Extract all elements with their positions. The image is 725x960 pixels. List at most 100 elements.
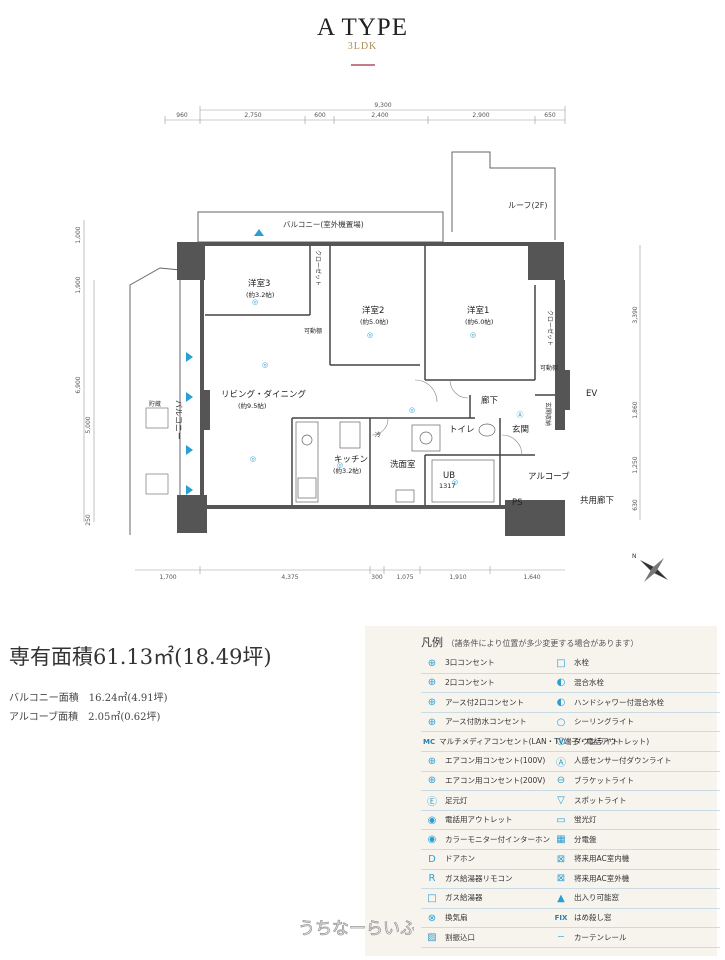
- legend-item: ⊕エアコン用コンセント(100V): [421, 752, 591, 772]
- legend-item: ▨割振込口: [421, 928, 591, 948]
- dim-right-4: 630: [632, 499, 639, 511]
- legend-label: カラーモニター付インターホン: [445, 834, 550, 844]
- legend-symbol-icon: ⊕: [427, 775, 437, 787]
- shelf-bedroom1: 可動棚: [540, 364, 558, 372]
- legend-symbol-icon: ◉: [427, 814, 437, 826]
- room-ub: UB: [443, 471, 455, 481]
- legend-label: 電話用アウトレット: [445, 815, 513, 825]
- watermark-text: うちなーらいふ: [298, 919, 414, 939]
- room-entrance: 玄関: [512, 424, 529, 435]
- room-living: リビング・ダイニング: [221, 389, 307, 400]
- dim-bottom-2: 4,375: [281, 574, 298, 581]
- legend-label: ドアホン: [445, 854, 475, 864]
- legend-symbol-icon: Ⓔ: [427, 796, 437, 808]
- legend-item: ⊕ エアコン用コンセント(200V): [421, 772, 591, 792]
- interior-walls: [205, 245, 555, 505]
- common-corridor: 共用廊下: [580, 495, 615, 506]
- legend-label: 足元灯: [445, 795, 468, 805]
- legend-item: ⊕アース付防水コンセント: [421, 713, 591, 733]
- legend-label: 分電盤: [574, 834, 597, 844]
- compass-icon: N: [632, 553, 668, 582]
- legend-label: 将来用AC室内機: [574, 854, 630, 864]
- svg-text:◎: ◎: [367, 331, 373, 339]
- legend-item: ▭蛍光灯: [550, 811, 720, 831]
- legend-symbol-icon: D: [428, 853, 436, 865]
- legend-symbol-icon: ○: [556, 716, 566, 728]
- room-bedroom3-size: (約3.2帖): [246, 290, 274, 299]
- room-ps: PS: [512, 498, 523, 508]
- room-bedroom1-size: (約6.0帖): [465, 317, 493, 326]
- room-ev: EV: [586, 389, 597, 399]
- legend-label: シーリングライト: [574, 717, 634, 727]
- dim-top-total: 9,300: [374, 102, 391, 109]
- legend-label: ガス給湯器: [445, 893, 483, 903]
- legend-label: 割振込口: [445, 932, 475, 942]
- legend-item: ◉ カラーモニター付インターホン: [421, 830, 591, 850]
- legend-label: ガス給湯器リモコン: [445, 873, 513, 883]
- fridge-label: 冷: [375, 431, 381, 439]
- legend-item: ⊕ 2口コンセント: [421, 674, 591, 694]
- dim-bottom-4: 1,075: [396, 574, 413, 581]
- legend-symbol-icon: ◐: [556, 696, 566, 708]
- legend-item: □ ガス給湯器: [421, 889, 591, 909]
- legend-symbol-icon: ⊠: [556, 873, 566, 885]
- dim-left-1: 1,000: [75, 226, 82, 243]
- legend-label: 人感センサー付ダウンライト: [574, 756, 672, 766]
- window-box-label: 貯蔵: [149, 400, 161, 408]
- watermark: うちなーらいふ: [298, 919, 414, 940]
- legend-item: ⊠将来用AC室外機: [550, 870, 720, 890]
- balcony-area: バルコニー面積 16.24㎡(4.91坪): [9, 693, 168, 704]
- legend-label: ブラケットライト: [574, 775, 634, 785]
- legend-item: ⊖ ブラケットライト: [550, 772, 720, 792]
- legend-label: エアコン用コンセント(200V): [445, 775, 546, 785]
- legend-panel: 凡例 （諸条件により位置が多少変更する場合があります） ⊕3口コンセント⊕2口コ…: [365, 626, 720, 956]
- legend-label: 換気扇: [445, 913, 468, 923]
- legend-label: 出入り可能窓: [574, 893, 619, 903]
- dim-top-2: 2,750: [244, 112, 261, 119]
- legend-symbol-icon: ┄: [557, 932, 565, 944]
- legend-symbol-icon: ▲: [557, 892, 565, 904]
- room-toilet: トイレ: [449, 425, 475, 435]
- dim-right-3: 1,250: [632, 456, 639, 473]
- legend-item: Ⓔ 足元灯: [421, 791, 591, 811]
- balcony-top-label: バルコニー(室外機置場): [283, 219, 364, 229]
- alcove-area: アルコーブ面積 2.05㎡(0.62坪): [9, 712, 161, 723]
- room-kitchen-size: (約3.2帖): [333, 466, 361, 475]
- shoe-storage: 玄関収納: [544, 402, 552, 426]
- svg-text:◎: ◎: [452, 478, 458, 486]
- legend-symbol-icon: ◉: [427, 834, 437, 846]
- dim-top-5: 2,900: [472, 112, 489, 119]
- legend-symbol-icon: ▦: [556, 834, 566, 846]
- closet-bedroom2: クローゼット: [546, 310, 554, 346]
- page-title: A TYPE: [317, 14, 408, 41]
- floor-plan: 9,300 960 2,750 600 2,400 2,900 650 1,00…: [75, 102, 668, 582]
- room-bedroom2-size: (約5.0帖): [360, 317, 388, 326]
- legend-symbol-icon: ⊕: [427, 677, 437, 689]
- svg-text:◎: ◎: [470, 331, 476, 339]
- room-hallway: 廊下: [481, 395, 499, 406]
- legend-label: ハンドシャワー付混合水栓: [574, 697, 664, 707]
- legend-symbol-icon: ⊖: [556, 775, 566, 787]
- svg-text:◎: ◎: [252, 298, 258, 306]
- room-bedroom1: 洋室1: [467, 305, 489, 316]
- dim-left-5: 250: [85, 514, 92, 526]
- dim-top-3: 600: [314, 112, 326, 119]
- legend-label: 2口コンセント: [445, 677, 495, 687]
- room-washroom: 洗面室: [390, 459, 416, 470]
- legend-label: 3口コンセント: [445, 658, 495, 668]
- legend-symbol-icon: □: [427, 892, 437, 904]
- svg-text:N: N: [632, 553, 637, 560]
- legend-item: ○ シーリングライト: [550, 713, 720, 733]
- legend-symbol-icon: ⊕: [427, 657, 437, 669]
- dim-bottom-1: 1,700: [159, 574, 176, 581]
- legend-label: カーテンレール: [574, 932, 627, 942]
- room-living-size: (約9.5帖): [238, 401, 266, 410]
- legend-item: ┄ カーテンレール: [550, 928, 720, 948]
- legend-label: マルチメディアコンセント(LAN・TV端子・電話アウトレット): [439, 736, 650, 746]
- roof-label: ルーフ(2F): [508, 201, 547, 210]
- private-area: 専有面積61.13㎡(18.49坪): [9, 645, 272, 669]
- exterior-walls: [177, 242, 570, 536]
